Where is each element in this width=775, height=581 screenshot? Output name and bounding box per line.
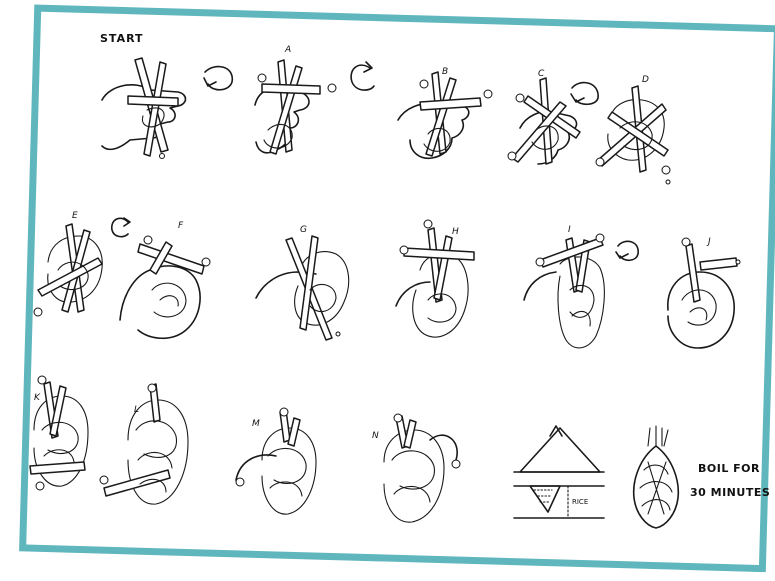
- boil-instruction-line-1: BOIL FOR: [698, 462, 760, 475]
- boil-instruction-line-2: 30 MINUTES: [690, 486, 770, 499]
- rice-label: RICE: [572, 498, 588, 506]
- step-label-e: E: [72, 211, 78, 221]
- step-label-a: A: [284, 45, 291, 55]
- step-label-h: H: [452, 227, 459, 237]
- step-label-n: N: [372, 431, 379, 441]
- step-label-f: F: [178, 221, 184, 231]
- step-label-i: I: [568, 225, 571, 235]
- step-label-m: M: [252, 419, 260, 429]
- step-label-b: B: [442, 67, 448, 77]
- step-label-d: D: [642, 75, 649, 85]
- start-title: START: [100, 32, 144, 45]
- step-label-g: G: [300, 225, 307, 235]
- step-label-c: C: [538, 69, 545, 79]
